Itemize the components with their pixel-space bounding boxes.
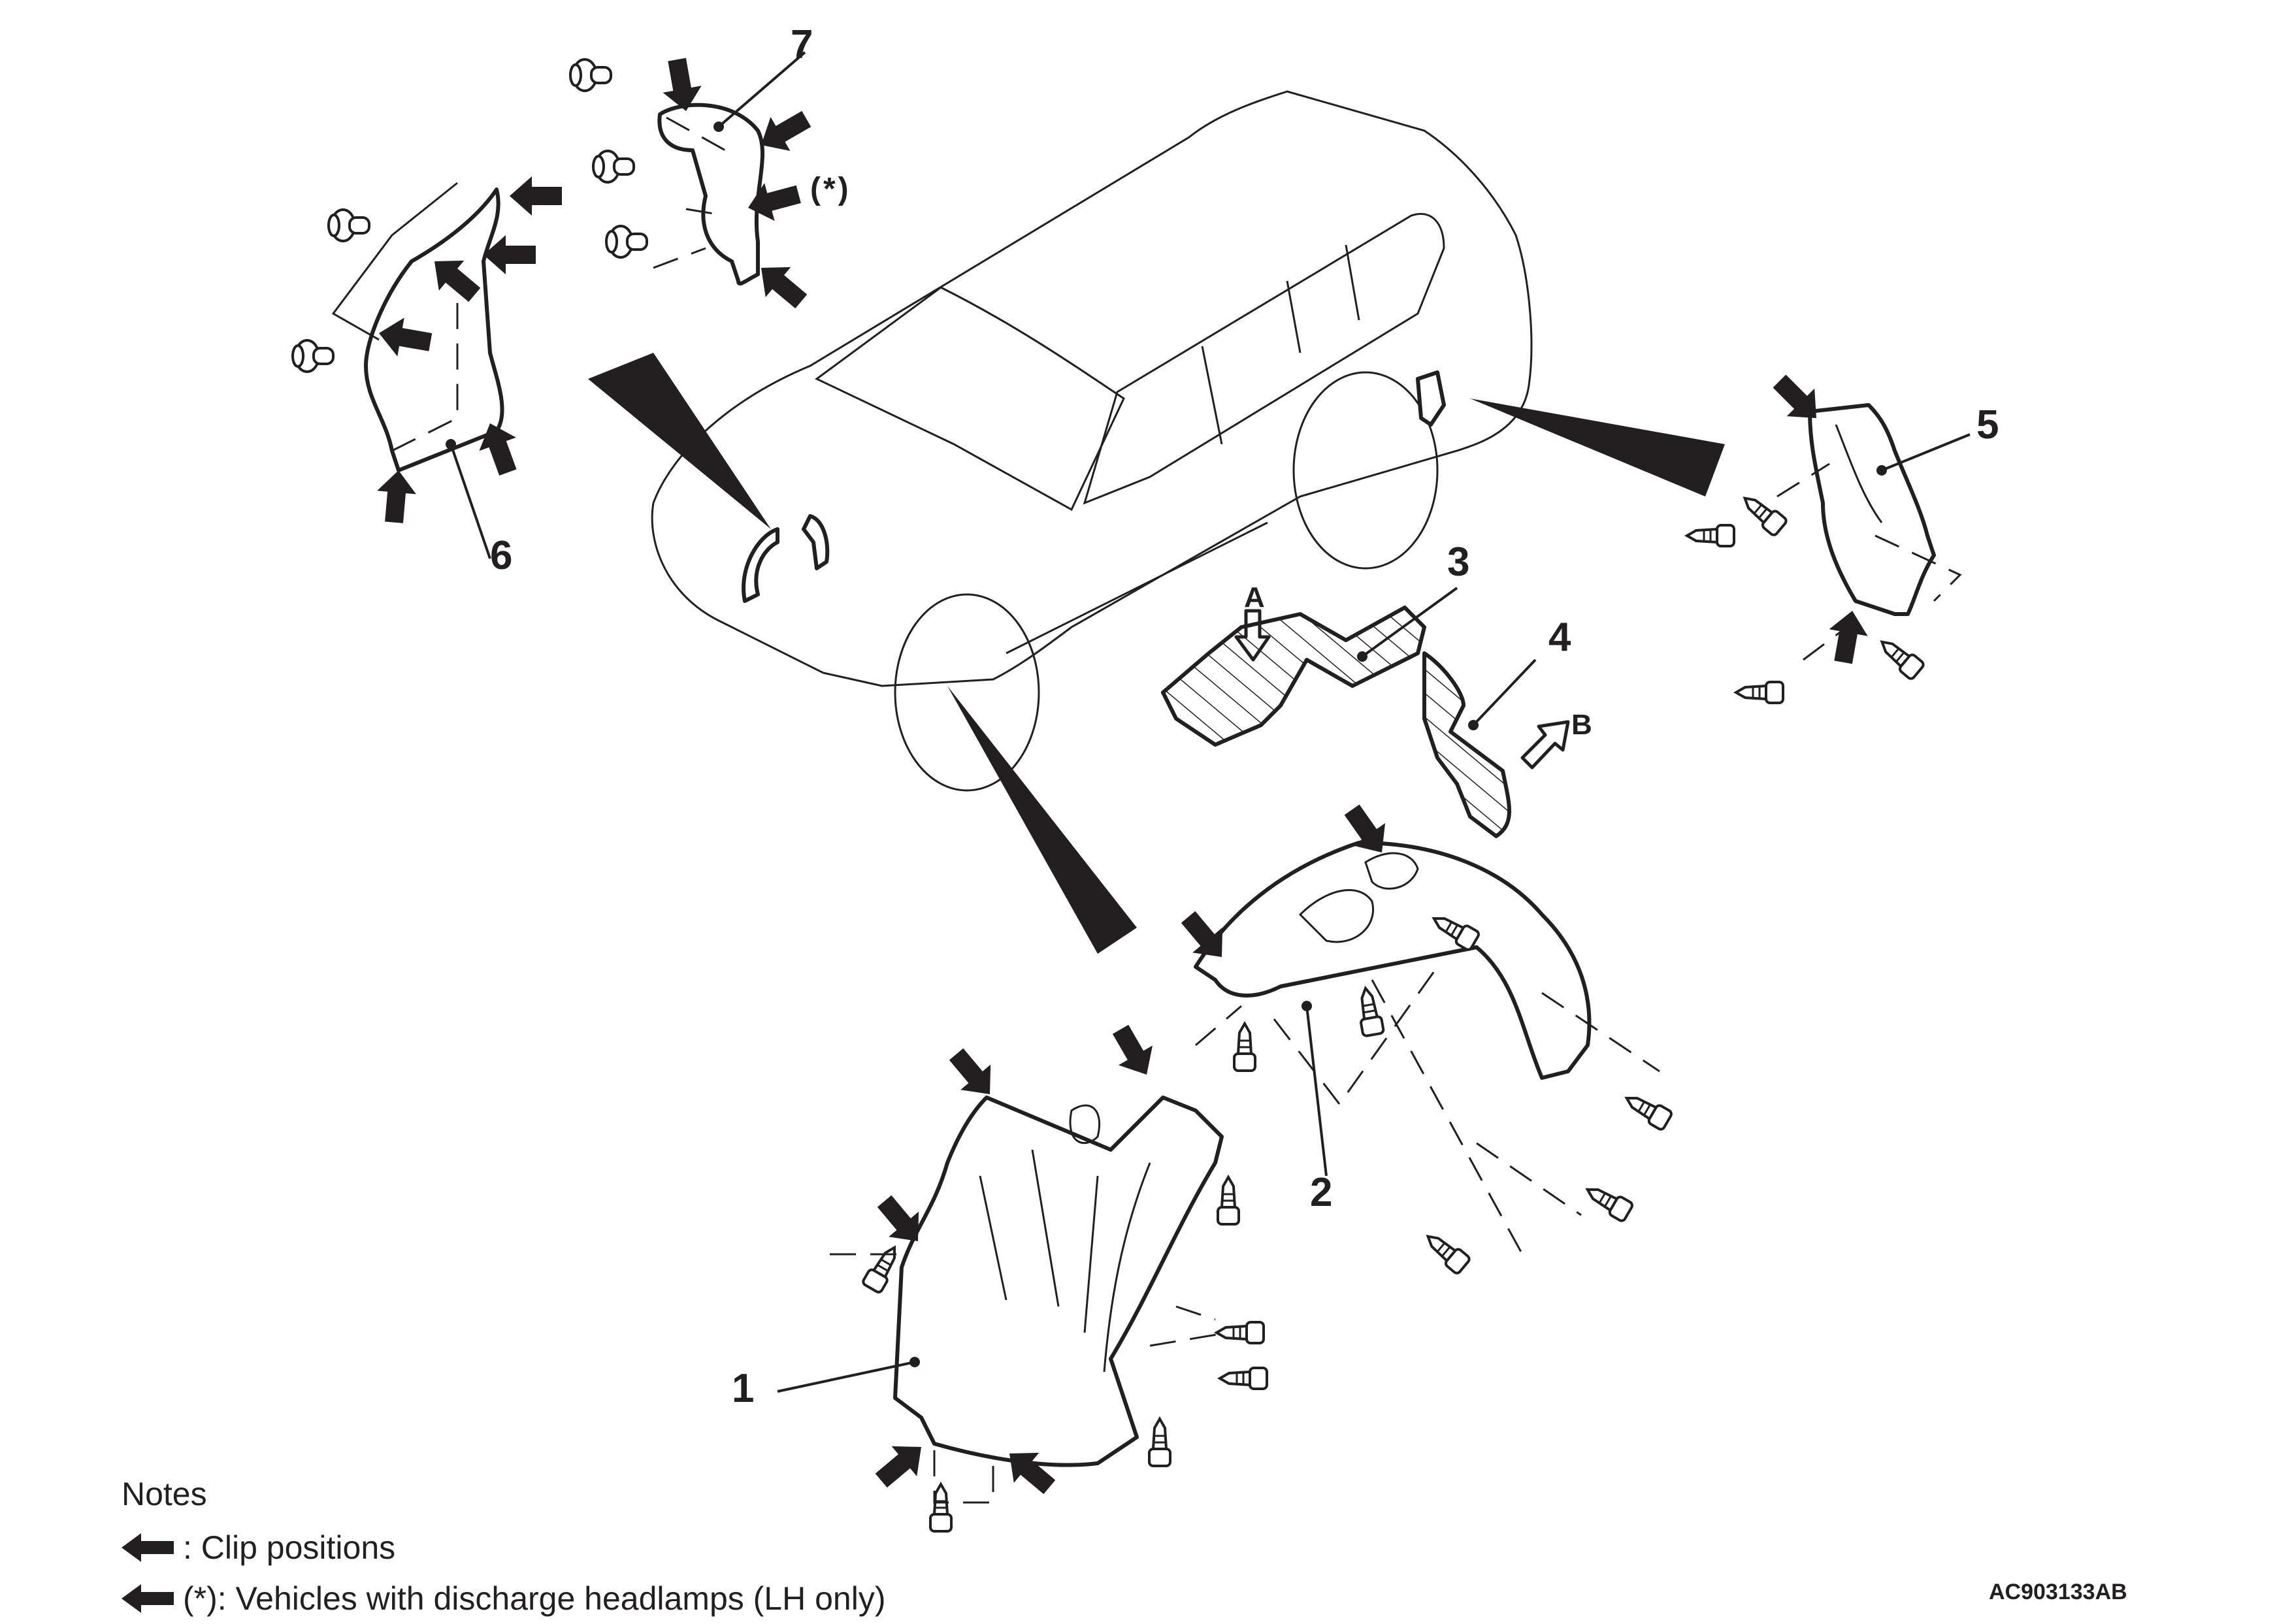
notes-title: Notes [122,1476,207,1512]
part-1-front-splash-shield-lower[interactable] [893,1096,1224,1467]
pointer-wedge-front-wheel [947,686,1137,954]
leader-lines [446,51,1971,1393]
part-5-rear-splash-shield[interactable] [1808,403,1936,616]
clip-arrow-icon [122,1533,174,1562]
clip-arrow-icon [122,1584,174,1613]
view-letter-a: A [1244,581,1265,613]
part-4-hatched-cover[interactable] [1422,651,1511,838]
notes-item-text: (*): Vehicles with discharge headlamps (… [183,1580,886,1617]
pointer-wedge-rear [1470,398,1725,496]
callout-5: 5 [1976,402,1999,447]
asterisk-marker: (*) [810,172,851,206]
view-arrow-b [1520,720,1570,770]
view-letter-b: B [1571,709,1592,741]
callout-3: 3 [1447,540,1470,585]
notes-item-clip-positions: : Clip positions [122,1522,886,1573]
part-2-front-splash-shield-upper[interactable] [1194,841,1592,1080]
callout-6: 6 [490,533,513,578]
callout-7: 7 [791,22,813,67]
notes-item-discharge-headlamps: (*): Vehicles with discharge headlamps (… [122,1573,886,1624]
callout-2: 2 [1310,1170,1333,1215]
notes-item-text: : Clip positions [183,1529,396,1566]
part-7-headlamp-side-shield[interactable] [653,103,764,286]
callout-4: 4 [1548,615,1571,660]
vehicle-body [651,90,1533,792]
callout-1: 1 [732,1366,755,1411]
part-6-front-side-shield[interactable] [364,187,504,472]
pointer-wedge-front-left [588,353,771,529]
view-arrow-a [1234,609,1271,662]
notes-legend: Notes : Clip positions (*): Vehicles wit… [122,1475,886,1624]
figure-id: AC903133AB [1989,1580,2127,1604]
part-3-hatched-cover[interactable] [1161,606,1426,747]
